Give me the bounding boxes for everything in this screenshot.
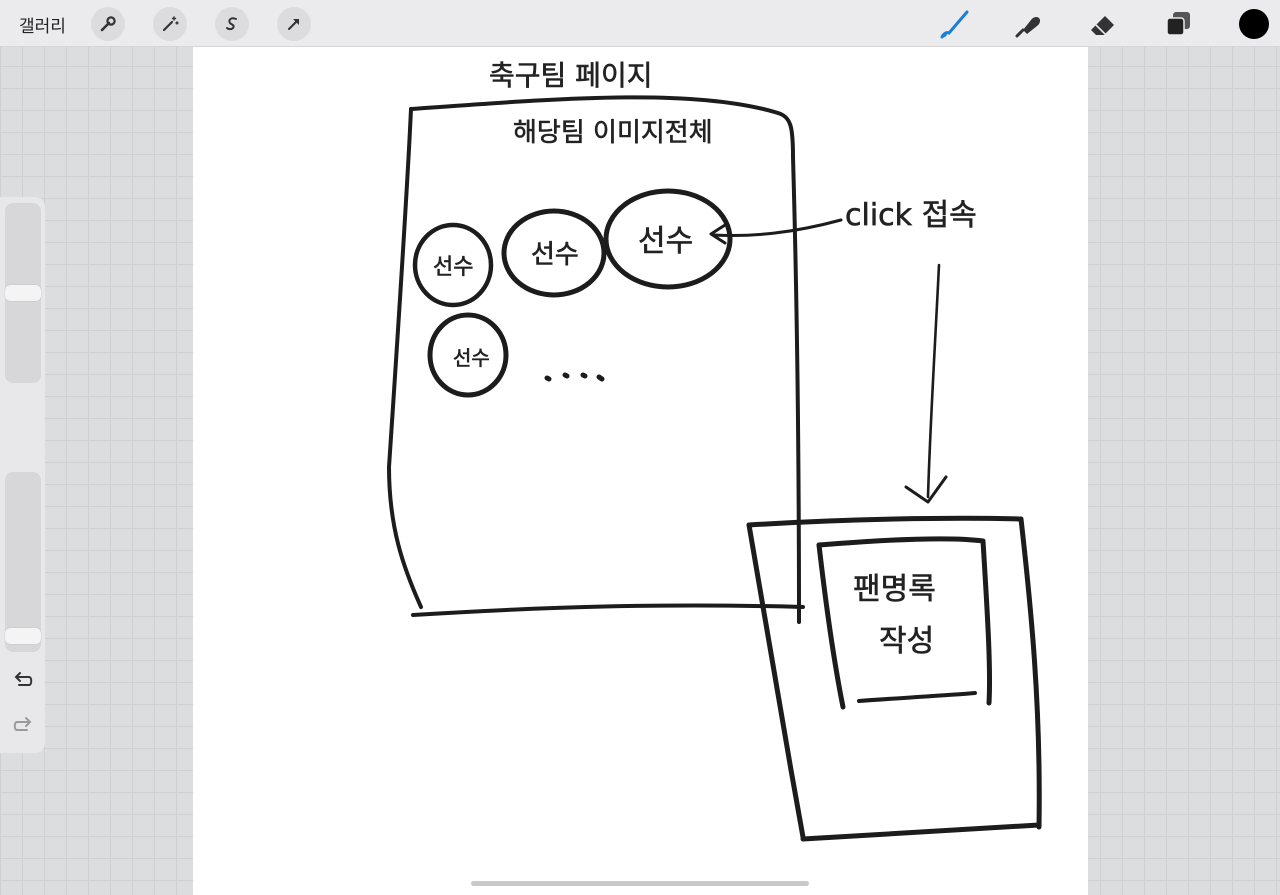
drawing-canvas[interactable]: 축구팀 페이지 해당팀 이미지전체 선수 선수 선수 선수 click 접속 팬… [193, 47, 1088, 895]
layers-icon[interactable] [1163, 8, 1195, 40]
eraser-icon[interactable] [1087, 8, 1119, 40]
player-label-3: 선수 [638, 224, 693, 259]
brush-size-thumb[interactable] [5, 285, 41, 301]
home-indicator [471, 881, 809, 886]
player-label-1: 선수 [433, 255, 473, 280]
opacity-thumb[interactable] [5, 627, 41, 644]
magic-wand-icon[interactable] [153, 7, 187, 41]
redo-icon[interactable] [11, 715, 35, 735]
brush-icon[interactable] [938, 8, 970, 40]
left-sidebar [0, 197, 45, 753]
player-label-4: 선수 [453, 346, 490, 370]
wrench-icon[interactable] [91, 7, 125, 41]
gallery-button[interactable]: 갤러리 [19, 17, 66, 37]
selection-icon[interactable] [215, 7, 249, 41]
fanbook-line2: 작성 [879, 624, 934, 659]
annotation-text: click 접속 [845, 198, 977, 233]
undo-icon[interactable] [11, 670, 35, 690]
fanbook-line1: 팬명록 [853, 572, 936, 607]
page-subtitle-text: 해당팀 이미지전체 [513, 118, 713, 148]
color-picker-swatch[interactable] [1239, 9, 1269, 39]
player-label-2: 선수 [531, 240, 579, 270]
top-toolbar: 갤러리 [0, 0, 1280, 47]
opacity-slider[interactable] [5, 472, 41, 652]
transform-arrow-icon[interactable] [277, 7, 311, 41]
page-title-text: 축구팀 페이지 [489, 59, 652, 92]
smudge-icon[interactable] [1013, 8, 1045, 40]
sketch-drawing: 축구팀 페이지 해당팀 이미지전체 선수 선수 선수 선수 click 접속 팬… [387, 59, 1042, 842]
